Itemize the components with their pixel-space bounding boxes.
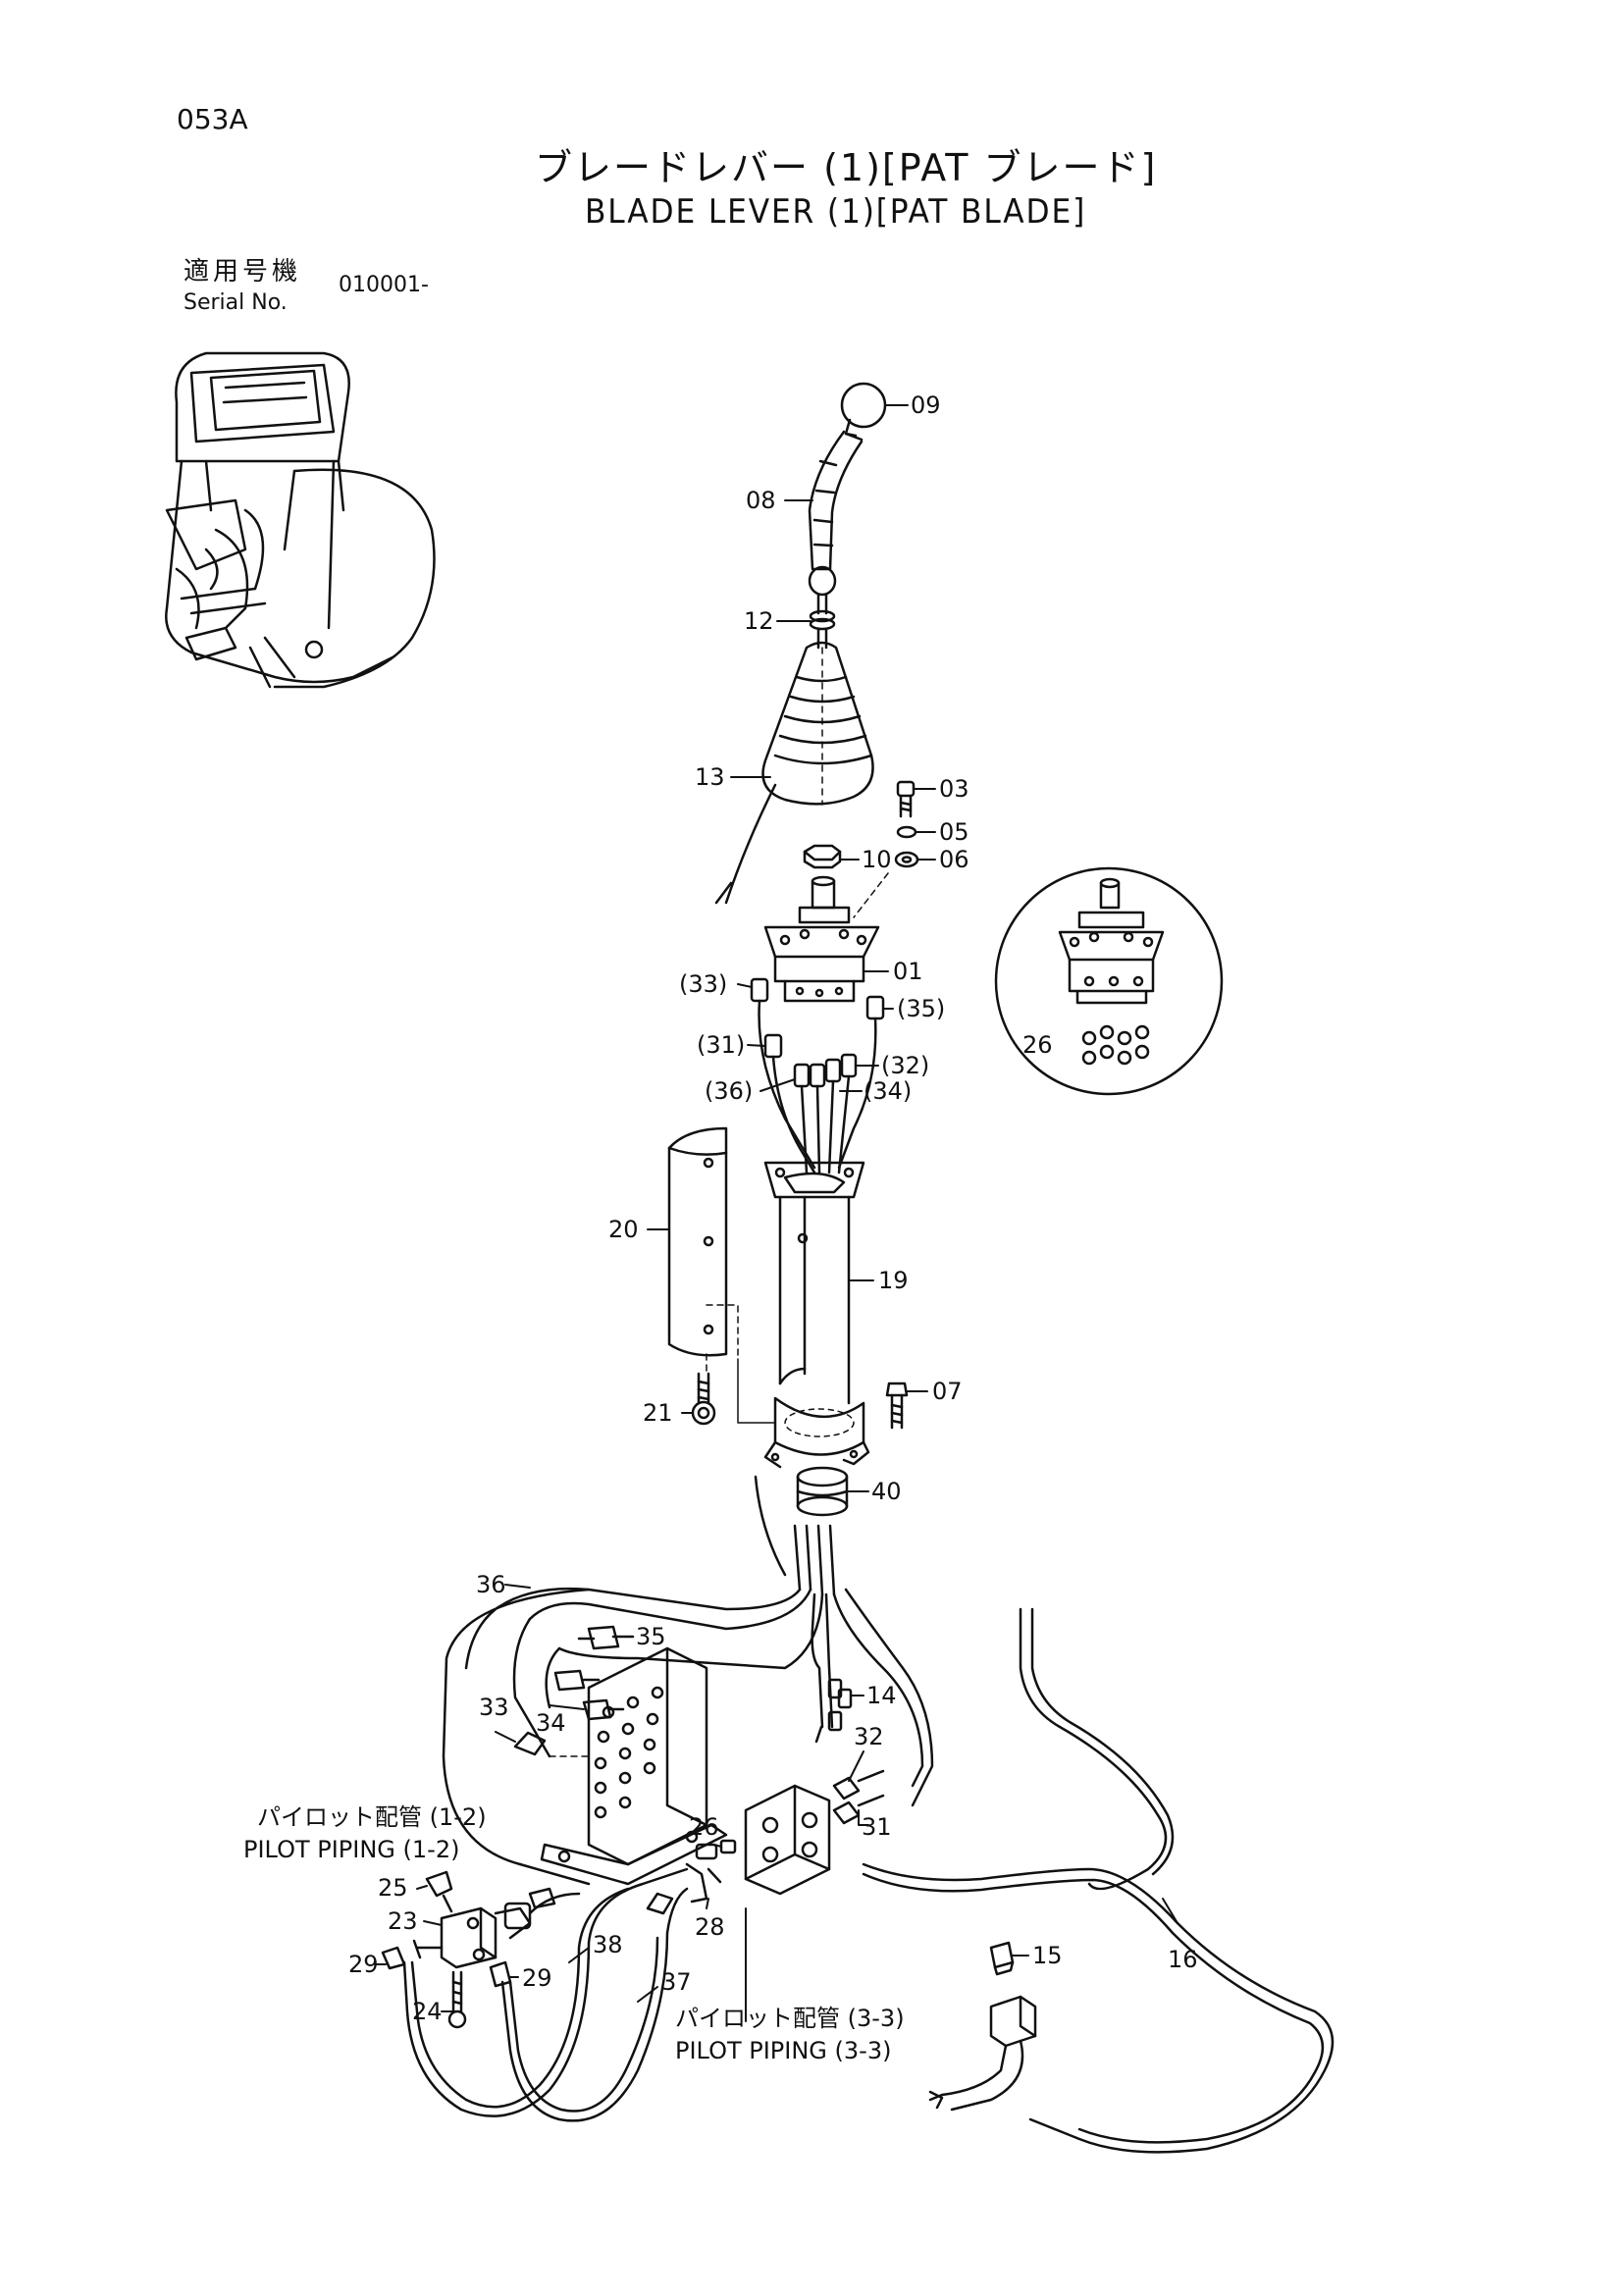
callout-28: 28 [695,1913,725,1941]
callout-labels: 09 08 12 13 03 05 06 10 01 (33) (35) (31… [243,391,1198,2064]
callout-14: 14 [866,1682,897,1709]
callout-25: 25 [378,1874,408,1902]
pilot-piping-1-2-jp: パイロット配管 (1-2) [257,1803,487,1831]
callout-35: 35 [636,1623,666,1650]
lever-column [763,1161,870,1469]
elbow-25 [425,1870,453,1913]
lever-knob [808,382,887,571]
pilot-valve [763,872,889,1003]
nut-10 [803,844,842,869]
hose-couplers-upper [553,1625,635,1721]
pilot-piping-3-3-en: PILOT PIPING (3-3) [675,2037,891,2064]
page-code: 053A [177,103,248,135]
lever-rod [808,565,837,650]
bolt-24 [447,1970,467,2029]
cover-plate [667,1126,776,1424]
callout-26: 26 [689,1813,719,1841]
title-japanese: ブレードレバー (1)[PAT ブレード] [535,146,1158,189]
bolt-03 [896,780,916,818]
mounting-bracket [513,1646,728,1886]
callout-32-ref: (32) [881,1052,929,1079]
callout-21: 21 [643,1399,673,1427]
callout-03: 03 [939,775,969,803]
bolt-21 [691,1372,716,1426]
callout-33: 33 [479,1694,509,1721]
rubber-boot [714,641,874,905]
machine-thumbnail [165,351,436,689]
detail-inset [994,866,1224,1096]
callout-38: 38 [593,1931,623,1958]
lower-hoses [402,1867,689,2122]
callout-34-ref: (34) [864,1077,912,1105]
callout-29-left: 29 [348,1951,379,1978]
pilot-piping-3-3-jp: パイロット配管 (3-3) [675,2005,905,2032]
bolt-07 [885,1382,909,1430]
callout-20: 20 [608,1216,639,1243]
serial-label-english: Serial No. [183,290,288,315]
serial-value: 010001- [339,273,429,297]
callout-10: 10 [862,846,892,873]
leader-lines [374,404,1178,2022]
manifold-block [744,1769,885,1896]
grommet-40 [796,1466,849,1517]
callout-07: 07 [932,1378,963,1405]
serial-label-japanese: 適用号機 [183,257,302,287]
callout-37: 37 [661,1968,692,1996]
callout-34: 34 [536,1709,566,1737]
callout-06: 06 [939,846,969,873]
callout-05: 05 [939,818,969,846]
callout-19: 19 [878,1267,909,1294]
callout-33-ref: (33) [679,970,727,998]
callout-40: 40 [871,1478,902,1505]
callout-16: 16 [1168,1946,1198,1973]
pilot-piping-1-2-en: PILOT PIPING (1-2) [243,1836,459,1863]
connector-15 [989,1941,1015,1976]
callout-13: 13 [695,763,725,791]
switch-housing [928,1995,1037,2112]
hose-bundle [442,1475,934,1886]
callout-36-ref: (36) [705,1077,753,1105]
callout-12: 12 [744,607,774,635]
callout-32: 32 [854,1723,884,1750]
callout-31: 31 [862,1813,892,1841]
callout-24: 24 [412,1998,443,2025]
callout-23: 23 [388,1907,418,1935]
callout-35-ref: (35) [897,995,945,1022]
callout-26-inset: 26 [1022,1031,1053,1059]
callout-08: 08 [746,487,776,514]
callout-01: 01 [893,958,923,985]
hose-fittings-upper [750,977,885,1174]
callout-29-right: 29 [522,1964,552,1992]
washer-05 [896,825,917,839]
washer-06 [894,851,919,868]
wiring-harness [862,1607,1335,2154]
title-english: BLADE LEVER (1)[PAT BLADE] [585,192,1087,232]
callout-36: 36 [476,1571,506,1598]
callout-31-ref: (31) [697,1031,745,1059]
callout-15: 15 [1032,1942,1063,1969]
callout-09: 09 [911,391,941,419]
